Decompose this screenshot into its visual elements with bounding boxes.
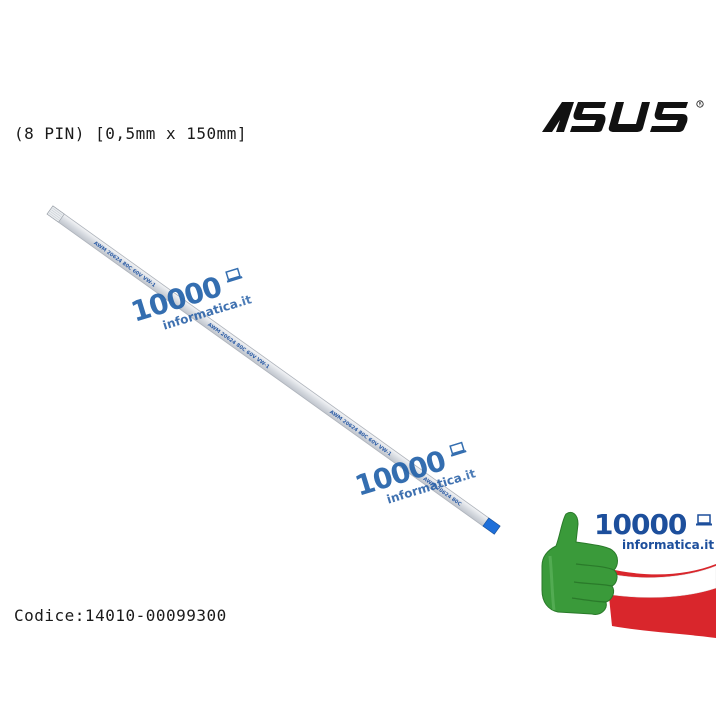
laptop-icon	[448, 441, 467, 457]
svg-text:R: R	[699, 102, 702, 108]
spec-label: (8 PIN) [0,5mm x 150mm]	[14, 124, 248, 143]
cable-print-3: AWM 20624 80C 60V VW-1	[328, 409, 393, 458]
asus-logo: R	[542, 100, 704, 132]
watermark-1: 10000 informatica.it	[127, 265, 253, 340]
thumbs-up-flag-icon	[541, 511, 717, 638]
cable-print-1: AWM 20624 80C 60V VW-1	[92, 240, 157, 289]
watermark-2: 10000 informatica.it	[351, 439, 477, 514]
thumbs-up-italy-badge: 10000 informatica.it	[536, 506, 717, 638]
laptop-icon	[224, 267, 243, 283]
product-code: Codice:14010-00099300	[14, 606, 227, 625]
badge-number: 10000	[594, 508, 687, 541]
laptop-icon	[696, 514, 712, 526]
cable-print-2: AWM 20624 80C 60V VW-1	[206, 322, 271, 371]
badge-site: informatica.it	[622, 538, 715, 552]
